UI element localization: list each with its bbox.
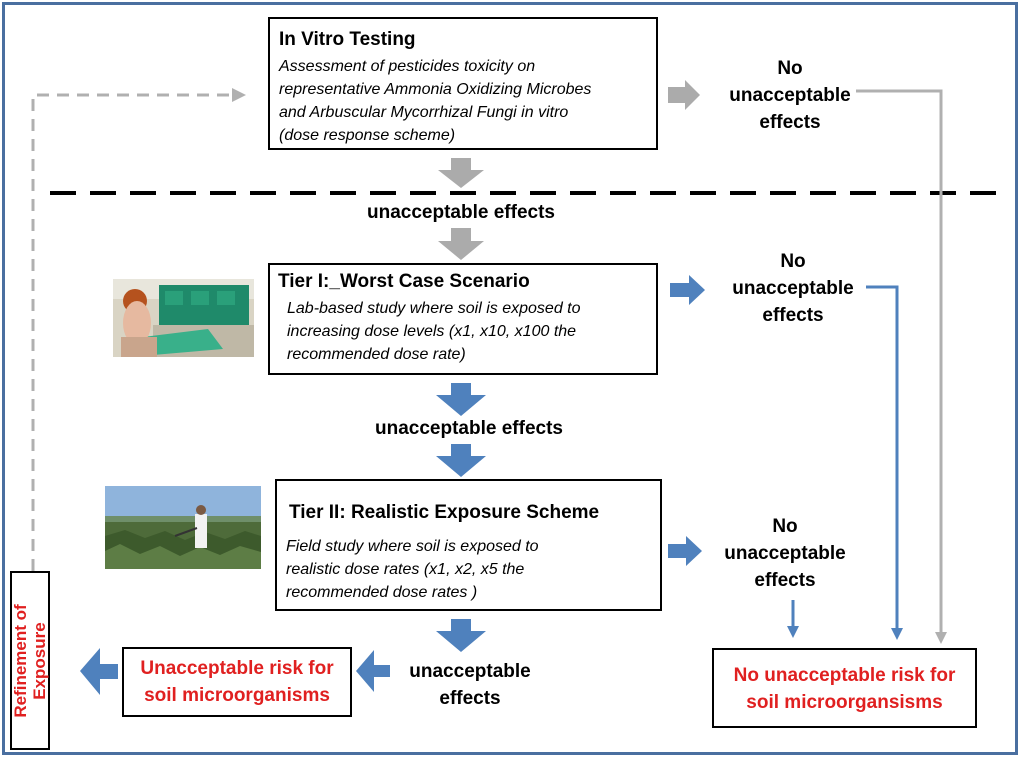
arrow-tier1-to-noeffects xyxy=(670,275,705,305)
arrow-invitro-to-noeffects xyxy=(668,80,700,110)
blue-line-arrowhead-2 xyxy=(787,626,799,638)
tier1-title: Tier I:_Worst Case Scenario xyxy=(278,271,530,292)
unacceptable-effects-label-1: unacceptable effects xyxy=(367,202,555,223)
tier1-box: Tier I:_Worst Case Scenario Lab-based st… xyxy=(268,263,658,375)
tier1-description: Lab-based study where soil is exposed to… xyxy=(287,300,581,363)
field-photo xyxy=(105,486,261,569)
lab-photo xyxy=(113,279,254,357)
refinement-of-exposure-text: Refinement of Exposure xyxy=(11,603,49,718)
no-unacceptable-risk-box: No unacceptable risk for soil microorgan… xyxy=(712,648,977,728)
unacceptable-risk-text: Unacceptable risk for soil microorganism… xyxy=(140,658,334,706)
in-vitro-title: In Vitro Testing xyxy=(279,29,416,50)
unacceptable-risk-box: Unacceptable risk for soil microorganism… xyxy=(122,647,352,717)
no-unacceptable-risk-text: No unacceptable risk for soil microorgan… xyxy=(733,665,956,713)
no-effects-label-invitro: No unacceptable effects xyxy=(729,58,851,133)
arrow-tier1-down xyxy=(436,383,486,416)
arrow-tier2-to-noeffects xyxy=(668,536,702,566)
no-effects-label-tier2: No unacceptable effects xyxy=(724,516,846,591)
feedback-arrowhead xyxy=(232,88,246,102)
no-effects-label-tier1: No unacceptable effects xyxy=(732,251,854,326)
arrow-tier2-down xyxy=(436,619,486,652)
arrow-to-unacceptable-risk xyxy=(356,650,390,692)
blue-line-arrowhead-1 xyxy=(891,628,903,640)
arrow-invitro-down xyxy=(438,158,484,188)
tier2-description: Field study where soil is exposed to rea… xyxy=(286,538,539,601)
grey-line-to-outcome xyxy=(856,89,943,632)
refinement-of-exposure-box: Refinement of Exposure xyxy=(10,571,50,750)
arrow-unacceptable-to-tier2 xyxy=(436,444,486,477)
refinement-feedback-path xyxy=(31,93,232,571)
arrow-unacceptable-to-tier1 xyxy=(438,228,484,260)
arrow-to-refinement xyxy=(80,648,118,695)
in-vitro-box: In Vitro Testing Assessment of pesticide… xyxy=(268,17,658,150)
blue-line-tier1-to-outcome xyxy=(866,285,899,628)
tier2-box: Tier II: Realistic Exposure Scheme Field… xyxy=(275,479,662,611)
in-vitro-description: Assessment of pesticides toxicity on rep… xyxy=(279,58,592,144)
unacceptable-effects-label-3: unacceptable effects xyxy=(409,661,531,709)
tier2-title: Tier II: Realistic Exposure Scheme xyxy=(289,502,600,523)
unacceptable-effects-label-2: unacceptable effects xyxy=(375,418,563,439)
grey-line-arrowhead xyxy=(935,632,947,644)
